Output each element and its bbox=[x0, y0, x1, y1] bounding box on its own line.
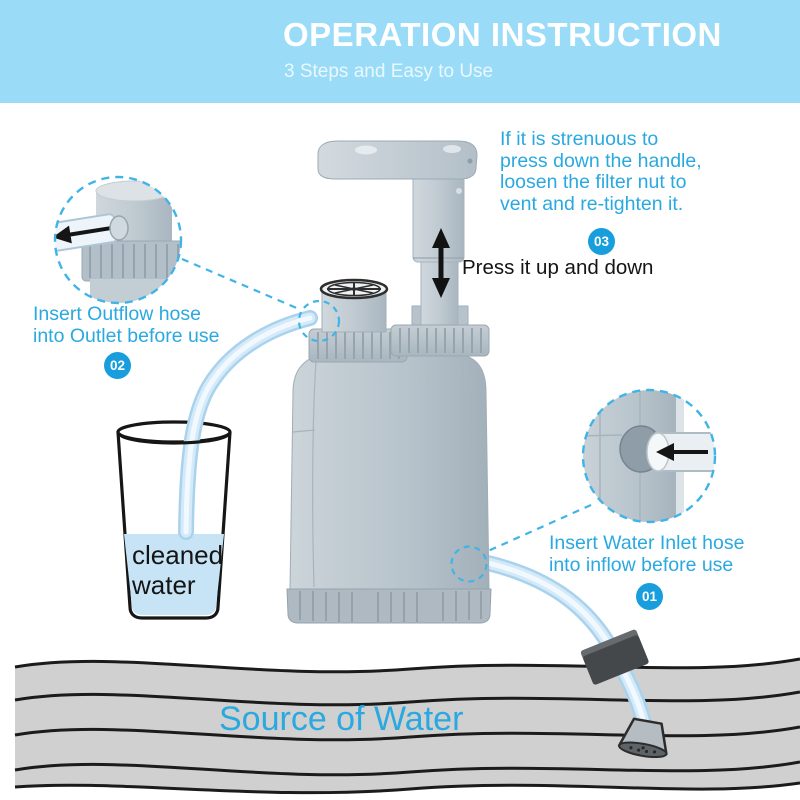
page-subtitle: 3 Steps and Easy to Use bbox=[284, 61, 494, 82]
step-3-badge: 03 bbox=[588, 228, 615, 255]
inlet-callout-connector bbox=[487, 503, 592, 553]
tube-float-clip bbox=[580, 629, 649, 685]
filter-collar bbox=[308, 324, 490, 363]
source-of-water-label: Source of Water bbox=[219, 700, 464, 738]
inlet-zoom-callout bbox=[581, 388, 717, 524]
outlet-hose-zoom bbox=[55, 213, 119, 255]
pump-handle bbox=[317, 140, 478, 180]
inlet-dashed-marker bbox=[450, 545, 488, 583]
cleaned-water-label: cleaned water bbox=[132, 540, 224, 600]
cup-water bbox=[124, 534, 224, 615]
device-body bbox=[286, 352, 492, 624]
outlet-dashed-marker bbox=[297, 299, 341, 343]
step-3-instruction: If it is strenuous to press down the han… bbox=[500, 128, 702, 215]
outlet-callout-connector bbox=[181, 257, 300, 311]
press-direction-label: Press it up and down bbox=[462, 256, 654, 279]
step-1-badge: 01 bbox=[636, 583, 663, 610]
water-cup bbox=[116, 420, 232, 620]
filter-cap bbox=[319, 278, 389, 333]
outlet-zoom-callout bbox=[53, 175, 183, 305]
inlet-hose-zoom bbox=[646, 432, 715, 472]
header-banner bbox=[0, 0, 800, 103]
step-1-instruction: Insert Water Inlet hose into inflow befo… bbox=[549, 532, 745, 576]
outlet-tube bbox=[117, 310, 318, 540]
water-source-band bbox=[14, 657, 800, 795]
step-2-badge: 02 bbox=[104, 352, 131, 379]
step-2-instruction: Insert Outflow hose into Outlet before u… bbox=[33, 303, 220, 347]
pre-filter-strainer bbox=[617, 717, 668, 759]
up-down-arrow-icon bbox=[432, 228, 450, 298]
page-title: OPERATION INSTRUCTION bbox=[283, 16, 722, 53]
filter-pump-device bbox=[286, 140, 492, 624]
